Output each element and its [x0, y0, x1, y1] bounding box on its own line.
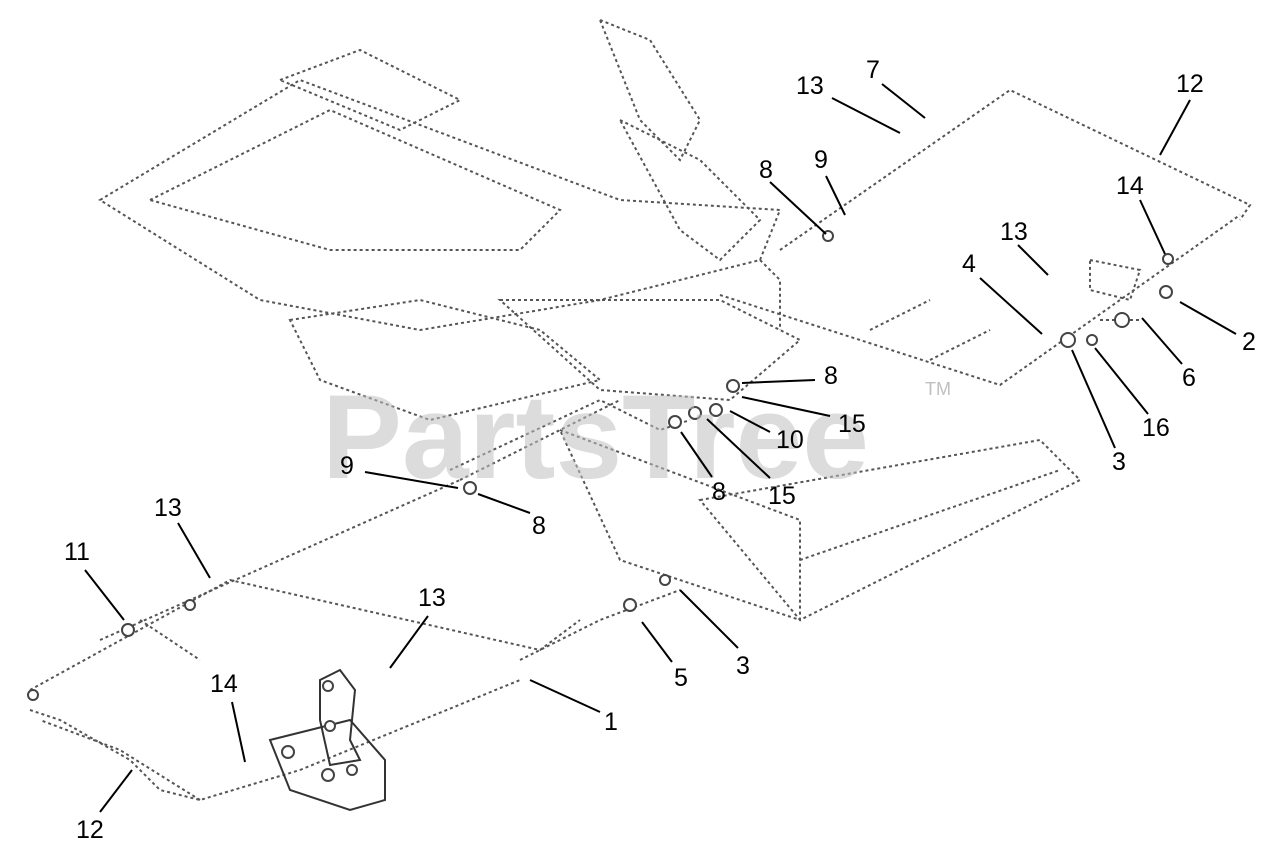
callout-9: 9 [340, 452, 354, 480]
callout-15: 15 [768, 482, 796, 510]
watermark-trademark: TM [925, 379, 951, 399]
callout-13: 13 [418, 584, 446, 612]
callout-10: 10 [776, 426, 804, 454]
callout-labels: 7 13 12 8 9 14 13 4 2 6 16 3 8 15 10 15 … [64, 56, 1256, 844]
callout-14: 14 [210, 670, 238, 698]
callout-12: 12 [76, 816, 104, 844]
callout-11: 11 [64, 538, 90, 566]
callout-3: 3 [736, 652, 750, 680]
callout-14: 14 [1116, 172, 1144, 200]
callout-1: 1 [604, 708, 618, 736]
callout-8: 8 [824, 362, 838, 390]
callout-13: 13 [796, 72, 824, 100]
callout-4: 4 [962, 250, 976, 278]
callout-15: 15 [838, 410, 866, 438]
callout-8: 8 [532, 512, 546, 540]
callout-12: 12 [1176, 70, 1204, 98]
callout-7: 7 [866, 56, 880, 84]
callout-6: 6 [1182, 364, 1196, 392]
callout-3: 3 [1112, 448, 1126, 476]
callout-5: 5 [674, 664, 688, 692]
callout-8: 8 [712, 478, 726, 506]
bracket-assembly [268, 668, 386, 812]
callout-8: 8 [759, 156, 773, 184]
callout-13: 13 [1000, 218, 1028, 246]
callout-13: 13 [154, 494, 182, 522]
callout-9: 9 [814, 146, 828, 174]
callout-2: 2 [1242, 328, 1256, 356]
callout-16: 16 [1142, 414, 1170, 442]
watermark-logo: PartsTree [322, 370, 869, 504]
leader-lines [84, 83, 1237, 813]
